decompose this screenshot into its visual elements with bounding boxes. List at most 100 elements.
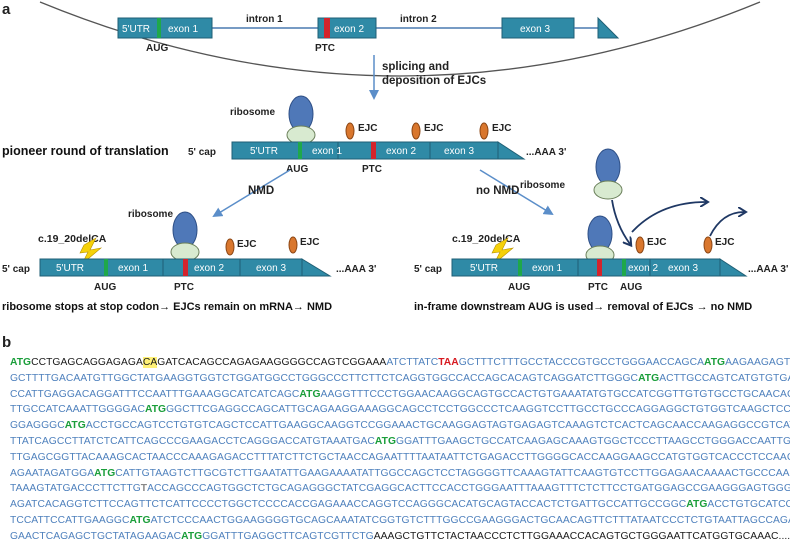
right-free-ribosome-large [595, 148, 621, 186]
right-ejc-1-label: EJC [647, 237, 666, 248]
pioneer-exon3-label: exon 3 [444, 146, 474, 157]
sequence-segment: GGATTTGAAGCTGCCATCAAGAGCAAAGTGGCTCCCTTAA… [396, 435, 790, 447]
gene-ptc-mark [324, 18, 330, 38]
right-cap: 5' cap [414, 264, 442, 275]
start-codon: ATG [181, 530, 203, 542]
pioneer-ptc-mark [371, 142, 376, 159]
pioneer-mrna: pioneer round of translation 5' cap ribo… [2, 95, 566, 175]
pioneer-aug-label: AUG [286, 164, 308, 175]
right-aug-label: AUG [508, 282, 530, 293]
sequence-segment: AAAGCTGTTCTACTAACCCTCTTGGAAACCACAGTGCTGG… [373, 530, 790, 542]
gene-exon3-label: exon 3 [520, 24, 550, 35]
start-codon: ATG [94, 467, 116, 479]
sequence-line: GGAGGGCATGACCTGCCAGTCCTGTGTCAGCTCCATTGAA… [10, 418, 790, 434]
left-exon2-label: exon 2 [194, 263, 224, 274]
sequence-segment: ACCAGCCCAGTGGCTCTGCAGAGGGCTATCGAGGCACTTC… [147, 483, 790, 495]
splicing-label-1: splicing and [382, 61, 449, 73]
left-lightning-icon [79, 237, 103, 265]
sequence-segment: CCTGAGCAGGAGAGA [31, 357, 143, 368]
sequence-segment: AGATCACAGGTCTTCCAGTTCTCATTCCCCTGGCTCCCCA… [10, 499, 687, 511]
sequence-segment: ACTTGCCAGTCATGTGTGAAGT [659, 372, 790, 384]
start-codon: ATG [686, 499, 708, 511]
gene-ptc-label: PTC [315, 43, 335, 54]
gene-intron2-label: intron 2 [400, 14, 437, 25]
pioneer-tail-label: ...AAA 3' [526, 147, 566, 158]
start-codon: ATG [374, 435, 397, 447]
left-ejc-1-label: EJC [237, 239, 256, 250]
sequence-line: AGATCACAGGTCTTCCAGTTCTCATTCCCCTGGCTCCCCA… [10, 497, 790, 513]
right-exon1-label: exon 1 [532, 263, 562, 274]
sequence-segment: GCTTTCTTTGCCTACCCGTGCCTGGGAACCAGCA [458, 357, 704, 368]
pioneer-ptc-label: PTC [362, 164, 382, 175]
variant-base: T [140, 483, 148, 495]
right-mutation-label: c.19_20delCA [452, 233, 521, 245]
right-mrna-tail [719, 258, 748, 277]
sequence-line: TTGAGCGGTTACAAAGCACTAACCCAAAGAGACCTTTATC… [10, 450, 790, 466]
pioneer-aug-mark [298, 142, 302, 159]
gene-exon2-label: exon 2 [334, 24, 364, 35]
start-codon: ATG [704, 357, 726, 368]
sequence-line: AGAATAGATGGAATGCATTGTAAGTCTTGCGTCTTGAATA… [10, 466, 790, 482]
pioneer-mrna-tail [497, 141, 526, 160]
stop-codon: TAA [438, 357, 459, 368]
right-exon3-label: exon 3 [668, 263, 698, 274]
right-exon2-label: exon 2 [628, 263, 658, 274]
left-aug-label: AUG [94, 282, 116, 293]
gene-exon1-label: exon 1 [168, 24, 198, 35]
right-aug2-mark [622, 259, 626, 276]
nmd-mrna: ribosome c.19_20delCA 5' cap 5'UTR exon … [2, 209, 376, 313]
no-nmd-arrow [479, 169, 554, 216]
sequence-line: CCATTGAGGACAGGATTTCCAATTTGAAAGGCATCATCAG… [10, 387, 790, 403]
sequence-line: TAAAGTATGACCCTTCTTGTACCAGCCCAGTGGCTCTGCA… [10, 481, 790, 497]
left-aug-mark [104, 259, 108, 276]
right-ejc-removal-arrow-1 [631, 202, 706, 233]
left-tail-label: ...AAA 3' [336, 264, 376, 275]
left-ejc-1 [225, 238, 235, 256]
left-ejc-2-label: EJC [300, 237, 319, 248]
right-lightning-icon [491, 237, 515, 265]
sequence-segment: GAACTCAGAGCTGCTATAGAAGAC [10, 530, 182, 542]
pioneer-cap: 5' cap [188, 147, 216, 158]
pioneer-title: pioneer round of translation [2, 144, 169, 158]
no-nmd-mrna: ribosome c.19_20delCA 5' cap 5'UTR exon … [414, 148, 788, 313]
sequence-segment: ATCTTATC [386, 357, 439, 368]
sequence-segment: GATCACAGCCAGAGAAGGGGCCAGTCGGAAA [157, 357, 387, 368]
pioneer-ribosome-small [286, 125, 316, 145]
sequence-line: ATGCCTGAGCAGGAGAGACAGATCACAGCCAGAGAAGGGG… [10, 355, 790, 371]
start-codon: ATG [64, 420, 86, 432]
sequence-segment: ATCTCCCAACTGGAAGGGGTGCAGCAAATATCGGTGTCTT… [150, 514, 790, 526]
pioneer-ejc-1-label: EJC [358, 123, 377, 134]
left-ejc-2 [288, 236, 298, 254]
pioneer-ejc-2 [411, 122, 421, 140]
sequence-segment: CATTGTAAGTCTTGCGTCTTGAATATTGAAGAAAATATTG… [115, 467, 790, 479]
start-codon: ATG [145, 404, 167, 416]
right-ejc-2 [703, 236, 713, 254]
sequence-segment: TTATCAGCCTTATCTCATTCAGCCCGAAGACCTCAGGGAC… [10, 435, 375, 447]
left-mutation-label: c.19_20delCA [38, 233, 107, 245]
sequence-segment: TTGCCATCAAATTGGGGAC [10, 404, 145, 416]
pioneer-ejc-3 [479, 122, 489, 140]
cdna-sequence: ATGCCTGAGCAGGAGAGACAGATCACAGCCAGAGAAGGGG… [10, 355, 790, 545]
sequence-segment: GGCTTCGAGGCCAGCATTGCAGAAGGAAAGGCAGCCTCCT… [166, 404, 790, 416]
start-codon: ATG [10, 357, 32, 368]
gene-intron1-label: intron 1 [246, 14, 283, 25]
sequence-segment: AAGGTTTCCCTGGAACAAGGCAGTGCCACTGTGAAATATG… [320, 388, 790, 400]
sequence-segment: TCCATTCCATTGAAGGC [10, 514, 130, 526]
right-ejc-1 [635, 236, 645, 254]
sequence-segment: ACCTGTGCATCCTGTG [707, 499, 790, 511]
right-aug-mark [518, 259, 522, 276]
sequence-segment: GGAGGGC [10, 420, 65, 432]
right-caption: in-frame downstream AUG is used→ removal… [414, 301, 752, 313]
start-codon: ATG [299, 388, 321, 400]
pioneer-ejc-2-label: EJC [424, 123, 443, 134]
sequence-segment: TTGAGCGGTTACAAAGCACTAACCCAAAGAGACCTTTATC… [10, 451, 790, 463]
right-ribosome-label: ribosome [520, 180, 565, 191]
right-ptc-mark [597, 259, 602, 276]
sequence-segment: GCTTTTGACAATGTTGGCTATGAAGGTGGTCTGGATGGCC… [10, 372, 639, 384]
sequence-segment: AAGAAGAGTTTT [725, 357, 790, 368]
left-cap: 5' cap [2, 264, 30, 275]
gene-utr-label: 5'UTR [122, 24, 150, 35]
left-ptc-mark [183, 259, 188, 276]
start-codon: ATG [129, 514, 151, 526]
sequence-line: TTGCCATCAAATTGGGGACATGGGCTTCGAGGCCAGCATT… [10, 402, 790, 418]
